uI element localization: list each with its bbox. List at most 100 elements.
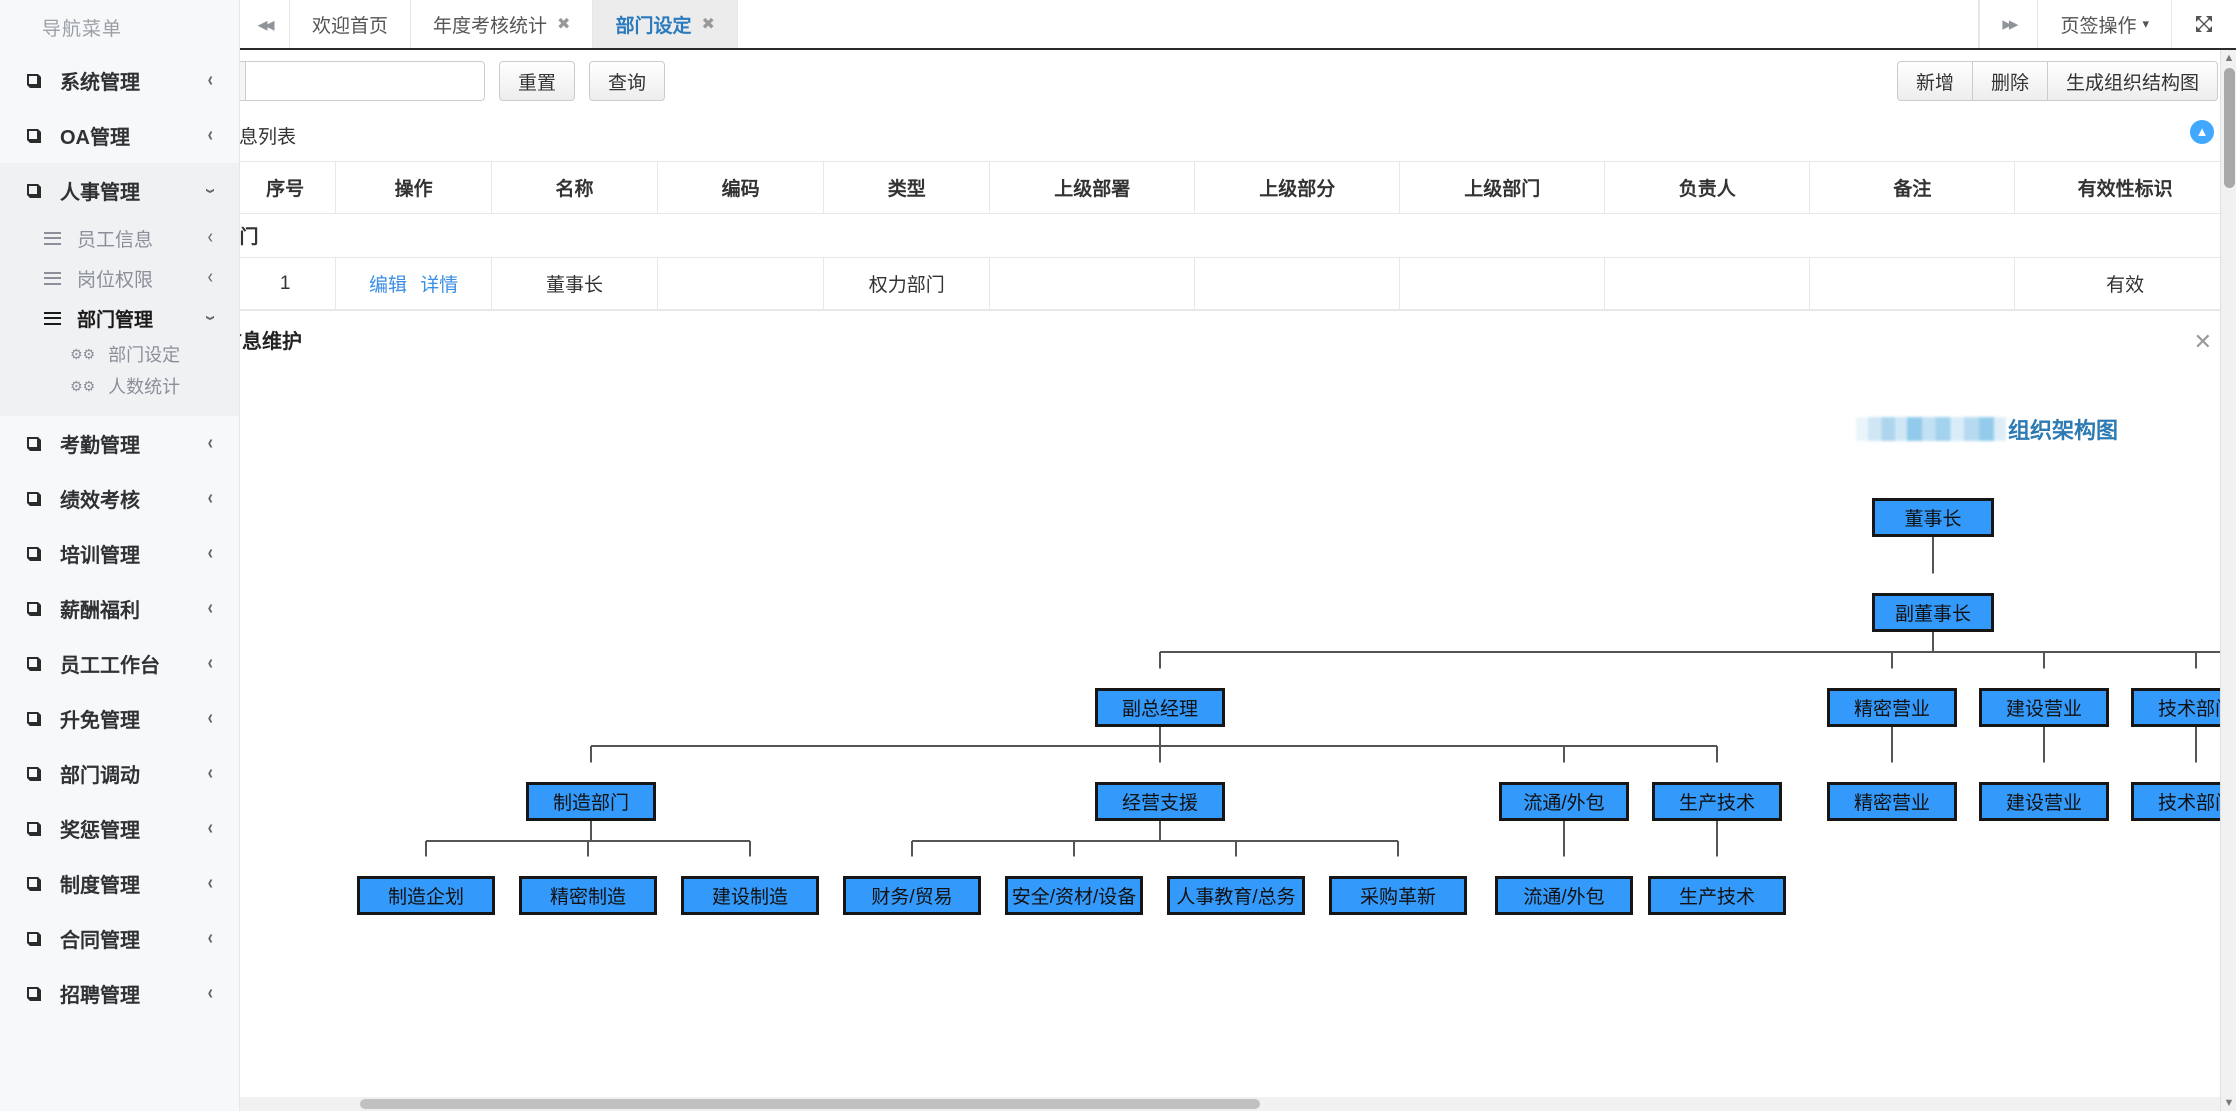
org-node-label: 副董事长	[1894, 604, 1971, 625]
org-node-label: 生产技术	[1678, 887, 1755, 908]
sidebar-item-department-management[interactable]: 部门管理 ‹	[0, 298, 239, 338]
query-button[interactable]: 查询	[589, 61, 666, 101]
org-node[interactable]: 制造企划	[357, 876, 495, 915]
sidebar-item-label: 人事管理	[60, 182, 140, 204]
org-node-label: 技术部门	[2157, 793, 2234, 814]
detail-link[interactable]: 详情	[420, 275, 459, 296]
sidebar-item-hr-management[interactable]: 人事管理 ‹	[0, 163, 239, 218]
tab-scroll-right-button[interactable]: ▸▸	[1979, 0, 2037, 48]
org-node[interactable]: 建设营业	[1979, 688, 2109, 727]
org-node-label: 建设制造	[711, 887, 788, 908]
tab-welcome-home[interactable]: 欢迎首页	[290, 0, 412, 48]
sidebar-item-system-management[interactable]: 系统管理 ‹	[0, 53, 239, 108]
chevron-down-icon: ‹	[199, 315, 221, 321]
scroll-up-arrow-icon[interactable]: ▲	[2223, 52, 2235, 64]
sidebar-item-label: 合同管理	[60, 930, 140, 952]
collapse-toggle-button[interactable]: ▲	[2190, 120, 2214, 144]
org-node[interactable]: 生产技术	[1648, 876, 1786, 915]
tab-annual-review-stats[interactable]: 年度考核统计 ✖	[411, 0, 594, 48]
tab-operations-dropdown[interactable]: 页签操作 ▾	[2037, 0, 2171, 48]
org-node[interactable]: 流通/外包	[1499, 782, 1629, 821]
delete-button[interactable]: 删除	[1972, 61, 2048, 101]
add-button[interactable]: 新增	[1896, 61, 1973, 101]
sidebar-item-oa-management[interactable]: OA管理 ‹	[0, 108, 239, 163]
fullscreen-button[interactable]	[2171, 0, 2236, 48]
close-icon[interactable]: ✕	[2193, 329, 2212, 354]
org-node[interactable]: 生产技术	[1652, 782, 1782, 821]
horizontal-scrollbar[interactable]	[240, 1097, 2220, 1111]
org-node[interactable]: 采购革新	[1329, 876, 1467, 915]
book-icon	[24, 819, 44, 839]
org-node[interactable]: 经营支援	[1095, 782, 1225, 821]
book-icon	[24, 126, 44, 146]
org-node[interactable]: 副总经理	[1095, 688, 1225, 727]
org-node[interactable]: 董事长	[1872, 498, 1994, 537]
edit-link[interactable]: 编辑	[368, 275, 407, 296]
org-node-label: 流通/外包	[1523, 887, 1605, 908]
org-node-label: 副总经理	[1121, 699, 1198, 720]
org-node[interactable]: 技术部门	[2131, 782, 2236, 821]
sidebar-item-compensation-benefits[interactable]: 薪酬福利 ‹	[0, 581, 239, 636]
chevron-left-icon: ‹	[207, 597, 213, 619]
book-icon	[24, 984, 44, 1004]
menu-icon	[44, 311, 61, 325]
sidebar-item-attendance-management[interactable]: 考勤管理 ‹	[0, 416, 239, 471]
org-node[interactable]: 建设营业	[1979, 782, 2109, 821]
org-chart-title-suffix: 组织架构图	[2007, 418, 2118, 443]
org-node[interactable]: 财务/贸易	[843, 876, 981, 915]
tab-department-setting[interactable]: 部门设定 ✖	[593, 0, 738, 48]
org-node[interactable]: 精密营业	[1827, 782, 1957, 821]
org-node[interactable]: 安全/资材/设备	[1005, 876, 1143, 915]
org-node[interactable]: 副董事长	[1872, 593, 1994, 632]
sidebar-item-recruitment-management[interactable]: 招聘管理 ‹	[0, 966, 239, 1021]
table-group-row: 权力部门	[240, 213, 2236, 258]
sidebar-item-position-permission[interactable]: 岗位权限 ‹	[0, 258, 239, 298]
close-icon[interactable]: ✖	[701, 16, 715, 33]
chevron-left-icon: ‹	[207, 266, 213, 288]
vertical-scrollbar[interactable]: ▲ ▼	[2220, 50, 2236, 1111]
table-row[interactable]: 1 编辑 详情 董事长 权力部门	[240, 257, 2236, 310]
tab-scroll-left-button[interactable]: ◂◂	[240, 0, 290, 48]
sidebar-item-department-setting[interactable]: ⚙⚙ 部门设定	[0, 338, 239, 370]
sidebar-item-headcount-stats[interactable]: ⚙⚙ 人数统计	[0, 370, 239, 402]
sidebar-item-performance-review[interactable]: 绩效考核 ‹	[0, 471, 239, 526]
sidebar-item-label: 考勤管理	[60, 435, 140, 457]
sidebar-item-reward-punishment[interactable]: 奖惩管理 ‹	[0, 801, 239, 856]
org-chart-panel: 组织架构图 董事长副董事长副总经理精密营业建设营业技术部门制造部门经营支援流通/…	[240, 368, 2236, 1068]
sidebar-item-employee-info[interactable]: 员工信息 ‹	[0, 218, 239, 258]
org-chart-canvas[interactable]: 董事长副董事长副总经理精密营业建设营业技术部门制造部门经营支援流通/外包生产技术…	[240, 368, 2236, 1068]
org-node[interactable]: 流通/外包	[1495, 876, 1633, 915]
org-chart-connectors	[425, 517, 2236, 857]
org-node[interactable]: 人事教育/总务	[1167, 876, 1305, 915]
org-node[interactable]: 制造部门	[526, 782, 656, 821]
org-node-label: 财务/贸易	[871, 887, 953, 908]
generate-org-chart-button[interactable]: 生成组织结构图	[2047, 61, 2218, 101]
redacted-company-name	[1855, 417, 2006, 441]
vertical-scrollbar-thumb[interactable]	[2224, 68, 2235, 188]
sidebar-title: 导航菜单	[42, 19, 123, 40]
tab-bar-right-controls: ▸▸ 页签操作 ▾	[1979, 0, 2236, 48]
reset-button[interactable]: 重置	[499, 61, 576, 101]
sidebar-item-promotion-management[interactable]: 升免管理 ‹	[0, 691, 239, 746]
org-node[interactable]: 建设制造	[681, 876, 819, 915]
sidebar-item-policy-management[interactable]: 制度管理 ‹	[0, 856, 239, 911]
horizontal-scrollbar-thumb[interactable]	[360, 1099, 1260, 1109]
org-node[interactable]: 技术部门	[2131, 688, 2236, 727]
sidebar-group-hr: 人事管理 ‹ 员工信息 ‹ 岗位权限 ‹ 部门管理 ‹ ⚙⚙ 部门设定	[0, 163, 239, 416]
org-chart-title: 组织架构图	[1855, 413, 2118, 445]
sidebar-item-training-management[interactable]: 培训管理 ‹	[0, 526, 239, 581]
sidebar-item-contract-management[interactable]: 合同管理 ‹	[0, 911, 239, 966]
org-node-label: 流通/外包	[1523, 793, 1605, 814]
sidebar-item-label: 培训管理	[60, 545, 140, 567]
org-node[interactable]: 精密制造	[519, 876, 657, 915]
search-input[interactable]	[245, 61, 486, 101]
sidebar-item-department-transfer[interactable]: 部门调动 ‹	[0, 746, 239, 801]
org-node-label: 精密营业	[1853, 793, 1930, 814]
sidebar-item-label: 员工信息	[77, 229, 154, 251]
org-node-label: 人事教育/总务	[1176, 887, 1296, 908]
scroll-down-arrow-icon[interactable]: ▼	[2223, 1097, 2235, 1109]
sidebar-item-employee-workbench[interactable]: 员工工作台 ‹	[0, 636, 239, 691]
close-icon[interactable]: ✖	[557, 16, 571, 33]
org-node[interactable]: 精密营业	[1827, 688, 1957, 727]
chevron-left-icon: ‹	[207, 817, 213, 839]
